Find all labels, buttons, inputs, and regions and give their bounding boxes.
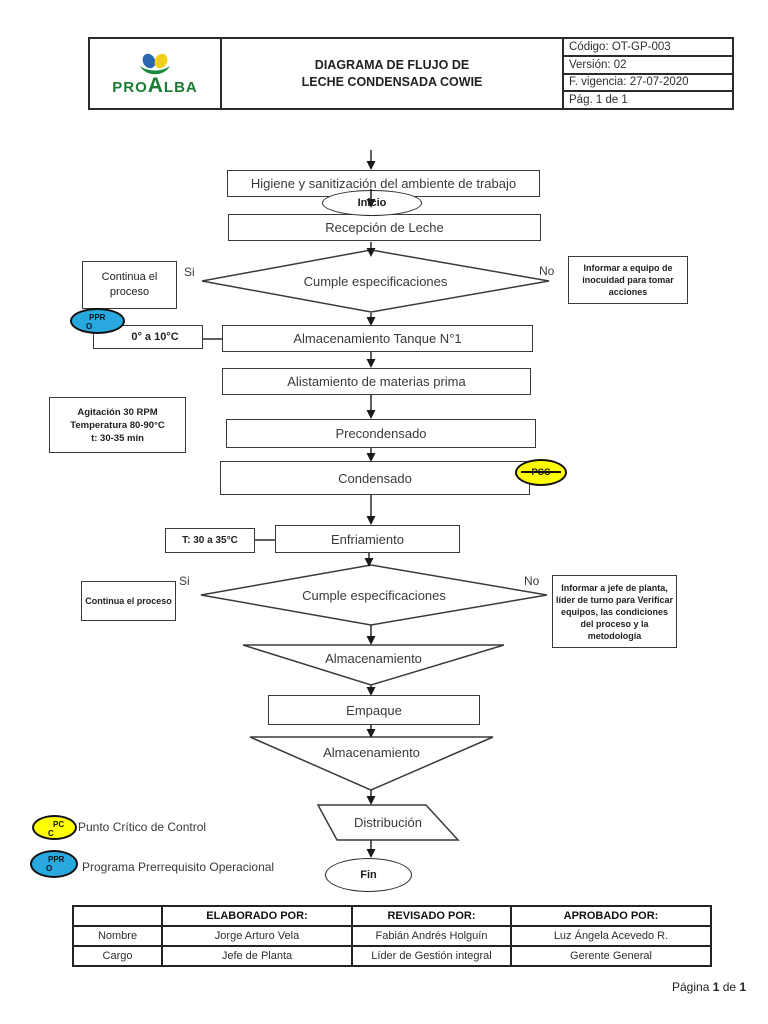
proalba-logo-icon	[140, 53, 170, 75]
agitacion-line3: t: 30-35 min	[91, 432, 144, 444]
arrowhead	[366, 317, 376, 326]
decision2-si-label: Si	[179, 574, 190, 588]
node-enfriamiento: Enfriamiento	[275, 525, 460, 553]
arrowhead	[366, 687, 376, 696]
legend-pcc-line1: PC	[53, 820, 65, 829]
approval-header-row: ELABORADO POR: REVISADO POR: APROBADO PO…	[72, 905, 712, 927]
decision2-no-label: No	[524, 574, 540, 588]
header-table: PROALBA DIAGRAMA DE FLUJO DE LECHE CONDE…	[88, 37, 734, 110]
document-title: DIAGRAMA DE FLUJO DE LECHE CONDENSADA CO…	[222, 39, 564, 108]
arrowhead	[366, 516, 376, 525]
legend-pcc-label: Punto Crítico de Control	[78, 820, 207, 834]
storage-triangle-1	[242, 644, 505, 686]
meta-pagina: Pág. 1 de 1	[569, 94, 628, 107]
legend-pcc-line2: C	[48, 829, 54, 838]
arrowhead	[366, 359, 376, 368]
brand-wordmark: PROALBA	[112, 75, 198, 96]
pcc-badge: PCC	[515, 459, 567, 486]
storage2-label: Almacenamiento	[323, 744, 420, 760]
brand-a: A	[147, 74, 164, 97]
cell-value: Líder de Gestión integral	[351, 945, 512, 967]
arrowhead	[366, 849, 376, 858]
decision1-no-label: No	[539, 264, 555, 278]
note-agitacion: Agitación 30 RPM Temperatura 80-90°C t: …	[49, 397, 186, 453]
cell-value: Gerente General	[510, 945, 712, 967]
legend-ppro-label: Programa Prerrequisito Operacional	[82, 860, 275, 874]
brand-lba: LBA	[163, 79, 198, 96]
note-temp-1: 0° a 10°C	[93, 325, 203, 349]
page-prefix: Página	[672, 980, 710, 994]
row-label: Cargo	[72, 945, 163, 967]
node-alistamiento: Alistamiento de materias prima	[222, 368, 531, 395]
legend-ppro-badge: PPR O	[30, 850, 78, 878]
distribution-parallelogram	[316, 804, 460, 841]
ppro-badge-line2: O	[86, 322, 93, 331]
inicio-arrow	[366, 189, 376, 208]
arrowhead	[366, 636, 376, 645]
note-temp-2: T: 30 a 35°C	[165, 528, 255, 553]
node-condensado: Condensado	[220, 461, 530, 495]
decision1-label: Cumple especificaciones	[303, 273, 448, 289]
agitacion-line1: Agitación 30 RPM	[77, 406, 158, 418]
decision2-label: Cumple especificaciones	[302, 587, 446, 603]
node-empaque: Empaque	[268, 695, 480, 725]
decision1-si-label: Si	[184, 265, 195, 279]
decision-diamond-1	[201, 249, 550, 313]
logo-cell: PROALBA	[90, 39, 222, 108]
approval-table: ELABORADO POR: REVISADO POR: APROBADO PO…	[72, 905, 712, 967]
node-recepcion: Recepción de Leche	[228, 214, 541, 241]
node-inicio-oval: Inicio	[322, 190, 422, 216]
arrowhead	[366, 410, 376, 419]
approval-row-nombre: Nombre Jorge Arturo Vela Fabián Andrés H…	[72, 925, 712, 947]
cell-value: Jefe de Planta	[161, 945, 353, 967]
meta-cell: Código: OT-GP-003 Versión: 02 F. vigenci…	[564, 39, 732, 108]
title-line-1: DIAGRAMA DE FLUJO DE	[314, 57, 470, 72]
pcc-strike-line	[521, 471, 561, 473]
approval-header-revisado: REVISADO POR:	[351, 905, 512, 927]
brand-pro: PRO	[112, 79, 148, 96]
legend-pcc-badge: PC C	[32, 815, 77, 840]
ppro-badge-line1: PPR	[89, 313, 106, 322]
page-total: 1	[739, 980, 747, 994]
node-tanque: Almacenamiento Tanque N°1	[222, 325, 533, 352]
approval-header-aprobado: APROBADO POR:	[510, 905, 712, 927]
distribucion-label: Distribución	[354, 814, 422, 830]
arrowhead	[366, 729, 376, 738]
meta-vigencia: F. vigencia: 27-07-2020	[564, 75, 732, 93]
cell-value: Fabián Andrés Holguín	[351, 925, 512, 947]
approval-row-cargo: Cargo Jefe de Planta Líder de Gestión in…	[72, 945, 712, 967]
page-number: Página 1 de 1	[672, 980, 746, 994]
arrowhead	[366, 796, 376, 805]
meta-codigo: Código: OT-GP-003	[564, 39, 732, 57]
note-continua-2: Continua el proceso	[81, 581, 176, 621]
legend-ppro-line1: PPR	[48, 855, 65, 864]
storage1-label: Almacenamiento	[325, 650, 422, 666]
row-label: Nombre	[72, 925, 163, 947]
cell-value: Jorge Arturo Vela	[161, 925, 353, 947]
page-separator: de	[722, 980, 737, 994]
title-line-2: LECHE CONDENSADA COWIE	[301, 74, 483, 89]
legend-ppro-line2: O	[46, 864, 53, 873]
note-informar-2: Informar a jefe de planta, líder de turn…	[552, 575, 677, 648]
meta-version: Versión: 02	[564, 57, 732, 75]
note-continua-1: Continua el proceso	[82, 261, 177, 309]
note-informar-1: Informar a equipo de inocuidad para toma…	[568, 256, 688, 304]
arrowhead	[366, 248, 376, 257]
node-precondensado: Precondensado	[226, 419, 536, 448]
node-fin-oval: Fin	[325, 858, 412, 892]
agitacion-line2: Temperatura 80-90°C	[70, 419, 165, 431]
page-current: 1	[712, 980, 720, 994]
ppro-badge: PPR O	[70, 308, 125, 334]
cell-value: Luz Ángela Acevedo R.	[510, 925, 712, 947]
arrowhead	[366, 161, 376, 170]
arrowhead	[364, 558, 374, 567]
arrowhead	[366, 453, 376, 462]
approval-header-elaborado: ELABORADO POR:	[161, 905, 353, 927]
approval-header-empty	[72, 905, 163, 927]
